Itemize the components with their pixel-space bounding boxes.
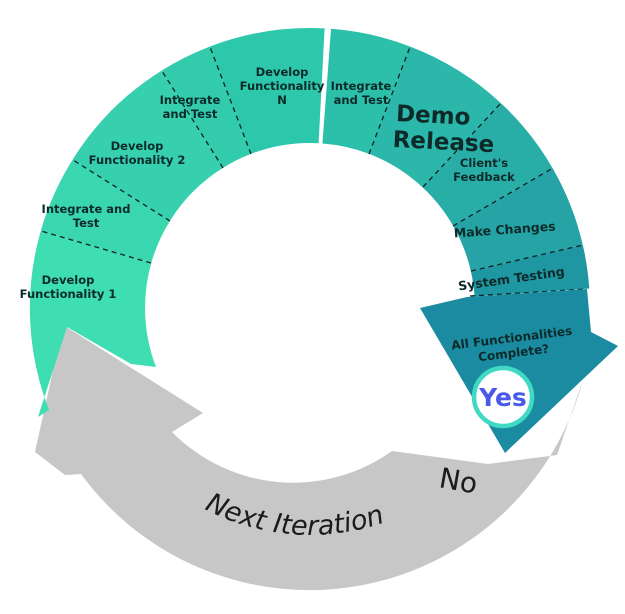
segment-divider [452, 167, 554, 227]
segment-divider [469, 288, 588, 297]
label-no: No [437, 461, 480, 500]
segment-demo-release [369, 46, 501, 188]
label-demo-release: Release [392, 127, 495, 158]
segment-divider [161, 70, 224, 169]
label-clients-feedback: Feedback [453, 170, 515, 184]
next-iteration-arrow [35, 325, 583, 591]
label-integrate-and-test-3: Integrate [331, 79, 392, 93]
segment-integrate-and-test-1 [40, 159, 171, 263]
segment-divider [368, 46, 411, 155]
segment-develop-functionality-2 [72, 70, 223, 221]
segment-divider [422, 102, 502, 188]
segment-make-changes [452, 168, 583, 271]
label-develop-functionality-2: Develop [111, 139, 164, 153]
segment-integrate-and-test-3 [322, 28, 411, 154]
label-yes-text: Yes [478, 383, 527, 412]
label-develop-functionality-1: Develop [42, 273, 95, 287]
segment-system-testing [470, 245, 590, 297]
segment-divider [40, 230, 152, 264]
segment-integrate-and-test-2 [161, 46, 251, 169]
label-clients-feedback: Client's [460, 156, 508, 170]
label-develop-functionality-n: N [277, 93, 287, 107]
label-integrate-and-test-3: and Test [334, 93, 389, 107]
label-integrate-and-test-2: and Test [163, 107, 218, 121]
label-develop-functionality-n: Functionality [240, 79, 325, 93]
label-develop-functionality-n: Develop [256, 65, 309, 79]
label-integrate-and-test-2: Integrate [160, 93, 221, 107]
label-develop-functionality-2: Functionality 2 [89, 153, 186, 167]
segment-divider [209, 46, 252, 155]
yes-badge [471, 365, 535, 429]
label-demo-release: Demo [395, 101, 471, 131]
segment-develop-functionality-1 [29, 230, 156, 417]
label-integrate-and-test-1: Integrate and [42, 202, 131, 216]
segment-develop-functionality-n [209, 28, 325, 154]
label-make-changes: Make Changes [453, 218, 556, 240]
segment-divider [470, 244, 584, 272]
label-develop-functionality-1: Functionality 1 [20, 287, 117, 301]
segment-divider [72, 159, 171, 222]
label-integrate-and-test-1: Test [73, 216, 100, 230]
segment-clients-feedback [422, 103, 553, 226]
